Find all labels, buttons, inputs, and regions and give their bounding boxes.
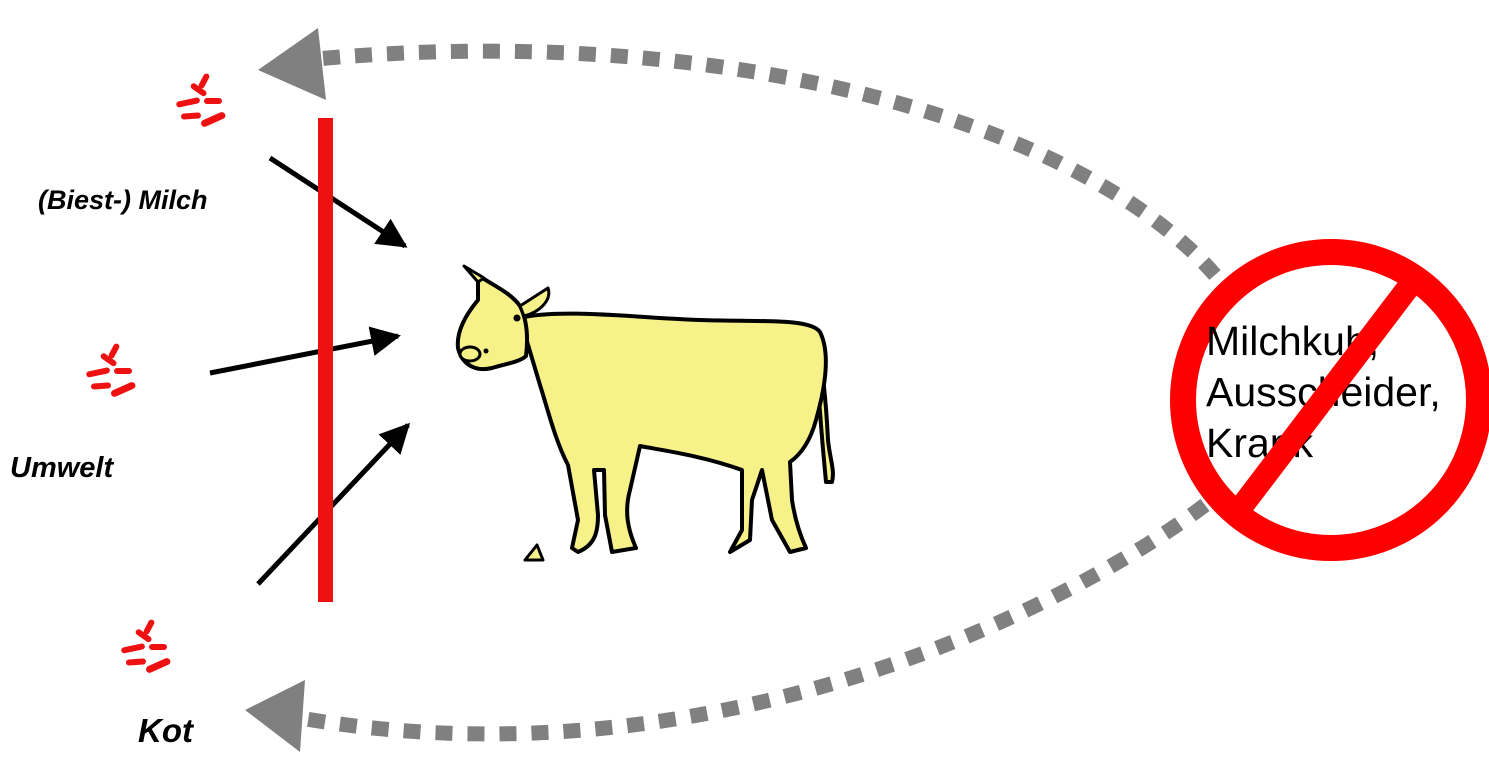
arrow-milk-to-calf	[270, 158, 405, 246]
source-label-feces: Kot	[138, 712, 193, 750]
bacteria-icon-environment	[86, 343, 137, 398]
calf-icon	[458, 266, 833, 560]
bacteria-icon-milk	[176, 73, 227, 128]
arrow-environment-to-calf	[210, 336, 398, 373]
source-line-3: Krank	[1206, 418, 1441, 469]
source-label-environment: Umwelt	[10, 452, 113, 485]
return-arrow-bottom	[245, 505, 1205, 752]
source-label-milk: (Biest-) Milch	[38, 185, 208, 216]
infection-source-text: Milchkuh, Ausscheider, Krank	[1206, 316, 1441, 469]
return-arrow-top	[258, 28, 1215, 275]
source-line-1: Milchkuh,	[1206, 316, 1441, 367]
barrier-line	[318, 118, 333, 602]
source-line-2: Ausscheider,	[1206, 367, 1441, 418]
bacteria-icon-feces	[121, 619, 172, 674]
